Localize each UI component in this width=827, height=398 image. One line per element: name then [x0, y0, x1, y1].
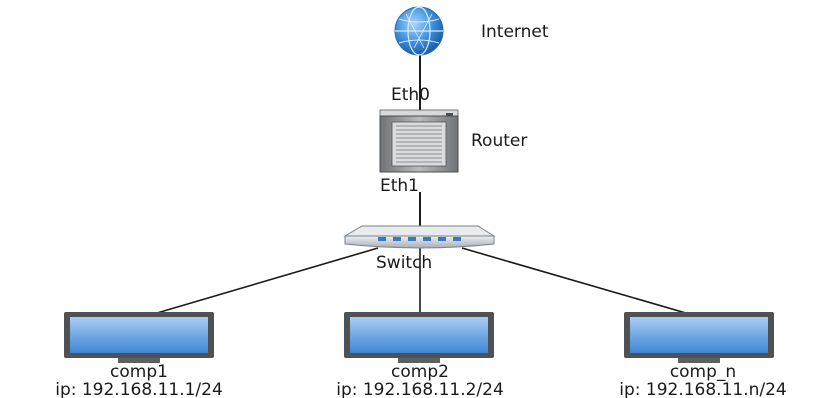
comp2-ip: ip: 192.168.11.2/24: [336, 380, 504, 398]
comp1-name: comp1: [110, 362, 168, 382]
link-switch-compn: [461, 247, 704, 319]
switch-icon: [343, 225, 496, 249]
comp1-ip: ip: 192.168.11.1/24: [55, 380, 223, 398]
eth1-label: Eth1: [380, 176, 419, 196]
router-label: Router: [471, 131, 527, 151]
internet-label: Internet: [481, 22, 549, 42]
switch-label: Switch: [376, 253, 432, 273]
compn-monitor-icon: [624, 312, 774, 363]
comp1-monitor-icon: [64, 312, 214, 363]
comp2-monitor-icon: [344, 312, 494, 363]
internet-globe-icon: [394, 6, 444, 56]
link-switch-comp1: [139, 247, 379, 319]
compn-name: comp_n: [670, 362, 736, 382]
compn-ip: ip: 192.168.11.n/24: [619, 380, 787, 398]
eth0-label: Eth0: [391, 85, 430, 105]
comp2-name: comp2: [391, 362, 449, 382]
router-icon: [379, 109, 459, 173]
